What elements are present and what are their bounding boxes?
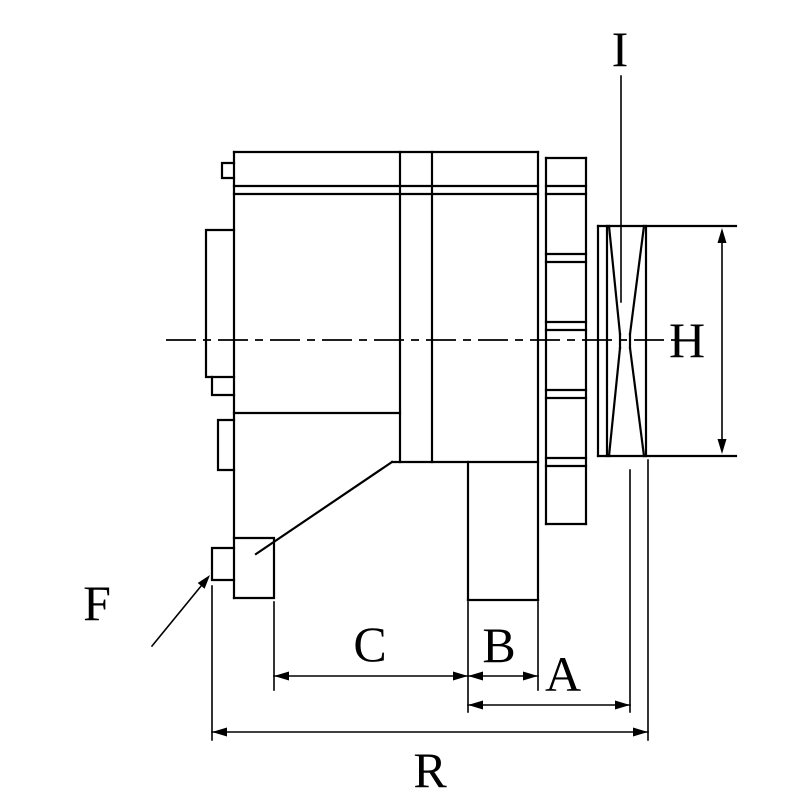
pulley (596, 224, 738, 458)
dimension-f-leader: F (83, 575, 210, 648)
label-c: C (353, 616, 386, 672)
extension-lines (211, 459, 649, 741)
label-f: F (83, 575, 111, 631)
dimension-h: H (669, 228, 727, 454)
dimension-b: B (467, 617, 539, 681)
label-h: H (669, 312, 705, 368)
fan-section (544, 156, 588, 526)
alternator-housing (220, 150, 540, 602)
rear-mounting-lug (204, 228, 236, 472)
dimension-i-leader: I (612, 21, 629, 303)
label-r: R (413, 742, 447, 798)
label-a: A (545, 646, 581, 702)
dimension-c: C (273, 616, 469, 681)
bottom-mounting-feet (210, 536, 276, 600)
label-i: I (612, 21, 629, 77)
dimension-a: A (467, 646, 631, 710)
label-b: B (482, 617, 515, 673)
dimension-r: R (211, 727, 649, 798)
